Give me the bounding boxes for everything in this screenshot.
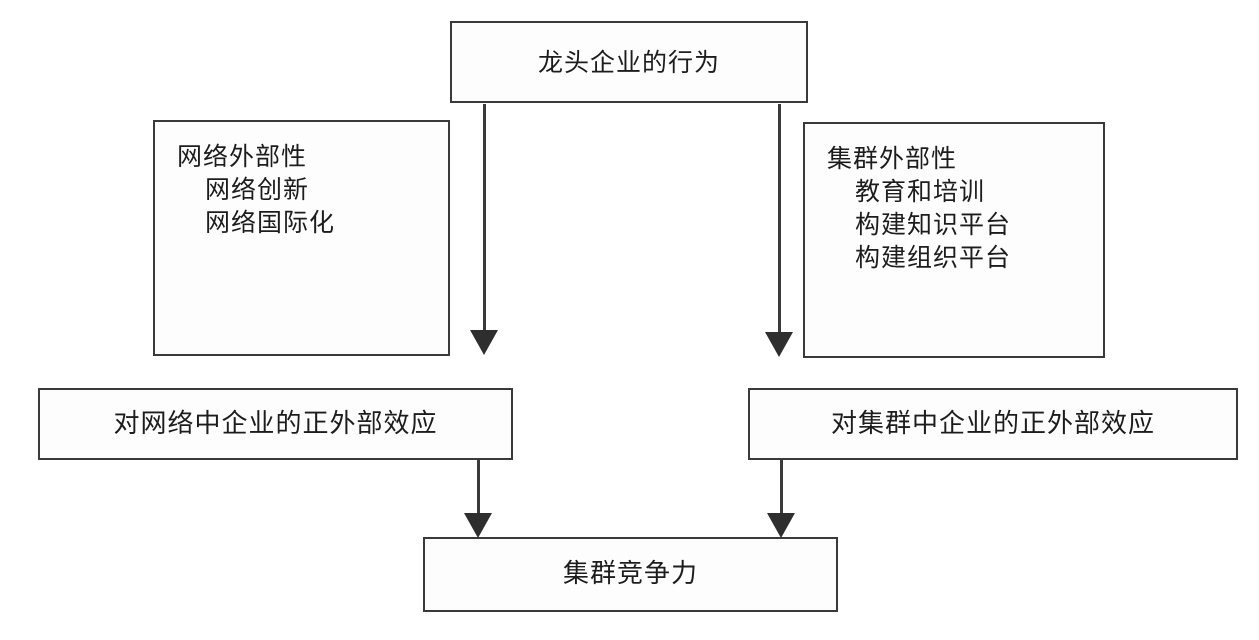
arrow-shaft xyxy=(779,460,783,515)
node-positive-externality-cluster: 对集群中企业的正外部效应 xyxy=(748,388,1238,460)
arrow-head xyxy=(470,330,498,355)
node-label: 龙头企业的行为 xyxy=(537,47,720,77)
list-item: 教育和培训 xyxy=(855,177,986,206)
node-heading: 集群外部性 xyxy=(827,144,958,173)
list-item: 构建组织平台 xyxy=(855,243,1012,272)
node-heading: 网络外部性 xyxy=(177,142,308,171)
arrow-shaft xyxy=(777,104,781,334)
arrow-head xyxy=(765,332,793,357)
node-leading-enterprise-behavior: 龙头企业的行为 xyxy=(450,21,808,103)
node-network-externality: 网络外部性 网络创新 网络国际化 xyxy=(153,120,450,356)
node-label: 对网络中企业的正外部效应 xyxy=(113,408,438,439)
node-cluster-competitiveness: 集群竞争力 xyxy=(423,537,838,612)
node-cluster-externality: 集群外部性 教育和培训 构建知识平台 构建组织平台 xyxy=(803,122,1105,358)
list-item: 网络创新 xyxy=(205,175,310,204)
node-label: 对集群中企业的正外部效应 xyxy=(830,408,1155,439)
list-item: 构建知识平台 xyxy=(855,210,1012,239)
arrow-head xyxy=(767,513,795,538)
arrow-head xyxy=(464,513,492,538)
arrow-shaft xyxy=(482,104,486,332)
arrow-shaft xyxy=(476,460,480,515)
node-positive-externality-network: 对网络中企业的正外部效应 xyxy=(38,388,513,460)
list-item: 网络国际化 xyxy=(205,208,336,237)
node-label: 集群竞争力 xyxy=(562,559,698,590)
